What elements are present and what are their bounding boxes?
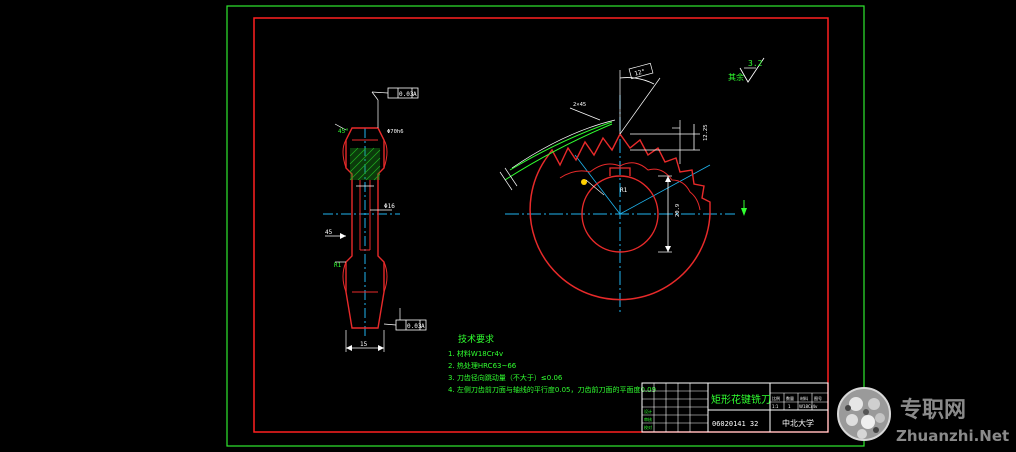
drawing-title: 矩形花键铣刀 [711, 393, 771, 406]
outer-frame [226, 5, 865, 447]
tb-qty-label: 数量 [786, 395, 794, 401]
tech-req-item-4: 4. 左侧刀齿前刀面与轴线的平行度0.05，刀齿前刀面的平面度0.09 [448, 385, 656, 394]
tb-scale-label: 比例 [772, 395, 780, 401]
runout-tolerance: 0.03 [399, 91, 414, 98]
front-view: 12° 2×45 R1 20.9 12.25 [499, 62, 747, 315]
title-block: 设计 审核 校对 比例 数量 材料 图号 1:1 1 W18Cr4v 矩形花键铣… [641, 382, 829, 433]
keyway-dimension: 20.9 [675, 204, 681, 217]
school-name: 中北大学 [782, 418, 814, 428]
tb-small-2: 审核 [644, 416, 652, 422]
watermark-cn: 专职网 [900, 397, 966, 423]
roughness-note: 其余 [728, 72, 744, 82]
outer-diameter-label: Φ70h6 [387, 129, 404, 135]
tech-req-item-2: 2. 热处理HRC63~66 [448, 361, 517, 370]
tb-material-label: 材料 [800, 395, 808, 401]
watermark-logo-icon [837, 387, 891, 441]
tb-scale-value: 1:1 [772, 404, 779, 409]
drawing-number: 06020141 32 [712, 420, 758, 428]
tb-drawing-label: 图号 [814, 395, 822, 401]
tb-material-value: W18Cr4v [799, 404, 818, 409]
width-dimension: 45 [325, 229, 333, 236]
watermark-en: Zhuanzhi.Net [896, 427, 1009, 445]
parallel-tolerance: 0.03 [407, 323, 422, 330]
side-section-view: 45° R1 Φ16 45 15 Φ70h6 0.03 A 0.03 A [323, 87, 427, 352]
tech-req-item-3: 3. 刀齿径向跳动量（不大于）≤0.06 [448, 373, 563, 382]
edge-note: 2×45 [573, 102, 586, 108]
tech-req-heading: 技术要求 [458, 333, 494, 345]
height-dimension: 15 [360, 341, 368, 348]
chamfer-label: 45° [338, 128, 349, 135]
tb-small-3: 校对 [644, 424, 652, 430]
roughness-symbol: 其余 3.2 [728, 57, 765, 83]
tb-qty-value: 1 [788, 404, 791, 409]
angle-dimension: 12° [634, 68, 646, 78]
roughness-value: 3.2 [748, 59, 763, 68]
radius-dimension: R1 [620, 187, 628, 194]
watermark: 专职网 Zhuanzhi.Net [837, 387, 1009, 445]
inner-frame [253, 17, 829, 433]
tech-requirements: 技术要求 1. 材料W18Cr4v 2. 热处理HRC63~66 3. 刀齿径向… [448, 333, 656, 394]
bore-dimension: Φ16 [384, 203, 395, 210]
datum-a-top: A [413, 91, 417, 98]
datum-a-bottom: A [421, 323, 425, 330]
tb-small-1: 设计 [644, 408, 652, 414]
tooth-dimension: 12.25 [703, 124, 709, 141]
left-view-r-label: R1 [334, 262, 342, 269]
tech-req-item-1: 1. 材料W18Cr4v [448, 349, 503, 358]
